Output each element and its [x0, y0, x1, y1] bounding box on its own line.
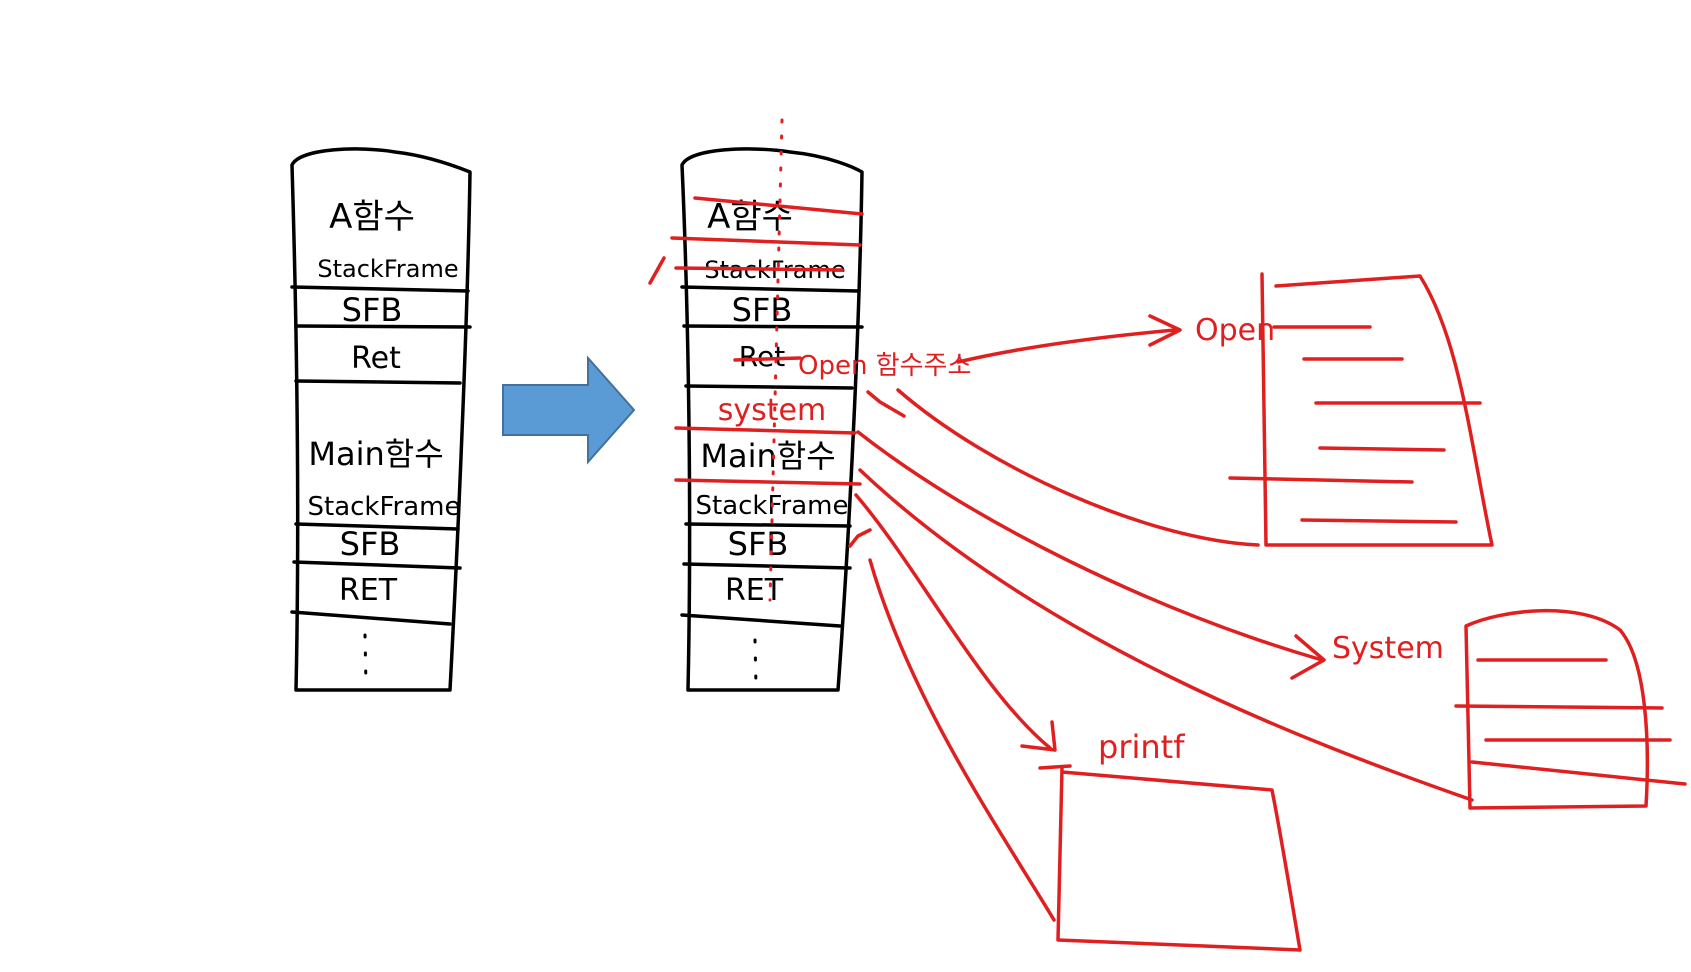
overflow-overwrites: Open 함수주소 system: [648, 118, 971, 602]
left-stack: A함수 StackFrame SFB Ret Main함수 StackFrame…: [290, 147, 472, 692]
right-divider: [684, 522, 852, 528]
right-main-func-label: Main함수: [700, 437, 835, 475]
right-divider: [680, 285, 860, 293]
ret-strike-line: [733, 356, 802, 362]
left-a-ret-label: Ret: [351, 341, 401, 376]
printf-function-box: printf: [1038, 728, 1302, 952]
open-box-line: [1318, 446, 1446, 452]
system-slot-label: system: [718, 393, 826, 428]
link-return-from-open: [896, 388, 1260, 547]
call-links: [848, 314, 1474, 922]
left-divider: [294, 522, 460, 531]
open-box-outline: [1260, 272, 1494, 547]
strike-line: [674, 266, 844, 272]
system-box-line: [1454, 704, 1664, 710]
system-box-outline: [1464, 608, 1650, 810]
system-target-label: System: [1332, 631, 1444, 666]
left-divider: [294, 324, 472, 329]
link-to-printf: [854, 493, 1052, 750]
right-divider: [682, 324, 864, 329]
link-arrowhead: [1020, 720, 1057, 752]
strike-line: [693, 196, 864, 216]
open-box-line: [1300, 518, 1458, 524]
left-main-sfb-label: SFB: [340, 525, 401, 563]
strike-line: [670, 236, 862, 247]
left-main-func-label: Main함수: [308, 435, 443, 473]
right-divider: [682, 562, 852, 570]
right-main-ret-label: RET: [725, 573, 784, 608]
right-continuation-dots: [753, 638, 758, 687]
left-divider: [292, 560, 462, 570]
printf-target-label: printf: [1098, 728, 1185, 766]
left-divider: [290, 285, 470, 293]
strike-line: [648, 256, 666, 285]
right-a-sfb-label: SFB: [732, 291, 793, 329]
strike-line: [674, 426, 857, 435]
left-main-ret-label: RET: [339, 573, 398, 608]
printf-box-outline: [1056, 766, 1302, 952]
left-continuation-dots: [363, 633, 368, 687]
right-divider: [684, 384, 854, 390]
link-return-from-printf: [868, 558, 1056, 922]
left-a-stackframe-label: StackFrame: [317, 255, 458, 283]
right-arrow-icon: [502, 355, 636, 465]
left-stack-outline: [290, 147, 472, 692]
open-box-line: [1228, 476, 1414, 484]
left-divider: [290, 610, 452, 626]
right-a-ret-label: Ret: [739, 340, 785, 373]
printf-box-tick: [1038, 764, 1072, 770]
system-box-line: [1470, 760, 1687, 786]
left-main-stackframe-label: StackFrame: [308, 492, 461, 522]
left-divider: [294, 379, 462, 385]
right-divider: [680, 613, 842, 628]
link-arrowhead: [866, 390, 906, 418]
strike-line: [674, 478, 862, 486]
link-return-from-system: [858, 468, 1474, 802]
open-target-label: Open: [1195, 313, 1275, 348]
system-function-box: System: [1332, 608, 1687, 810]
left-a-func-label: A함수: [329, 197, 415, 237]
open-function-box: Open: [1195, 272, 1494, 547]
right-main-sfb-label: SFB: [728, 525, 789, 563]
open-address-label: Open 함수주소: [798, 351, 971, 381]
link-arrowhead: [1148, 314, 1182, 347]
link-arrowhead: [1290, 634, 1326, 680]
link-to-system: [856, 430, 1324, 662]
link-arrowhead: [848, 528, 872, 548]
left-a-sfb-label: SFB: [342, 291, 403, 329]
link-to-open: [956, 328, 1177, 364]
